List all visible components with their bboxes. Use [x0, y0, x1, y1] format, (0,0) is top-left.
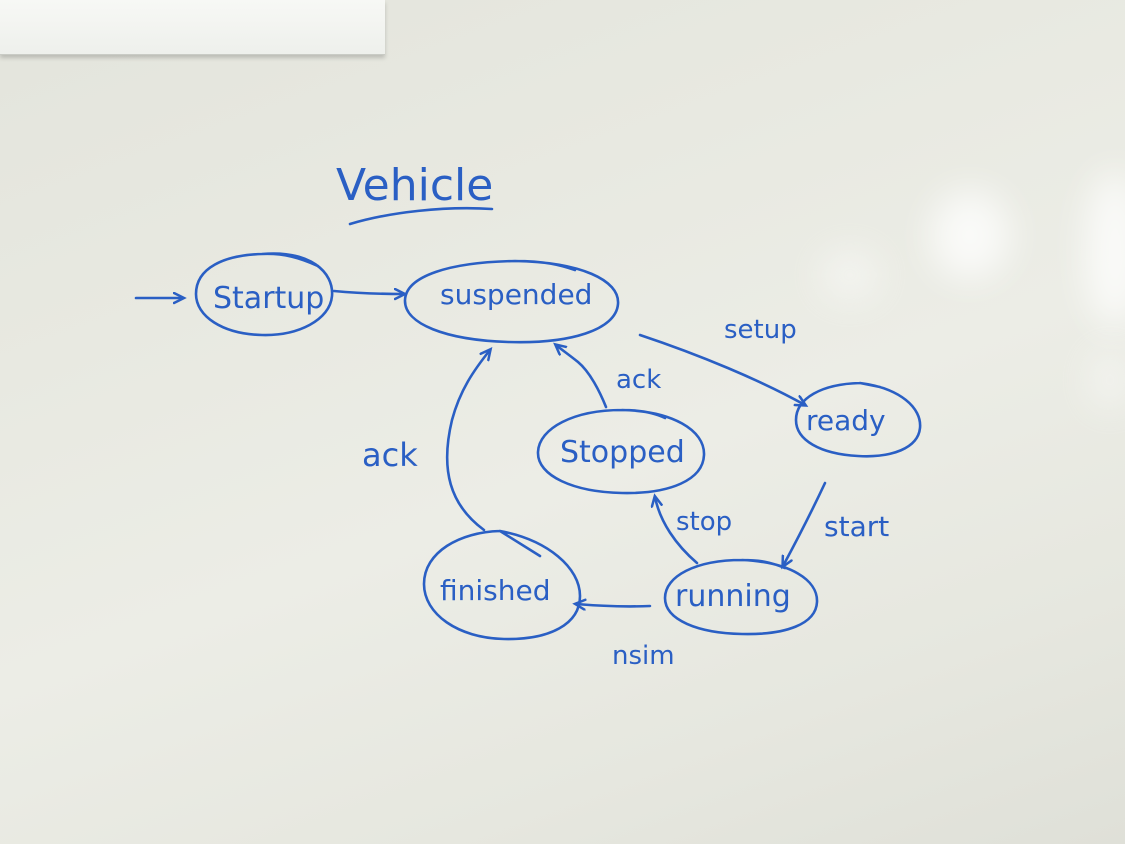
- ready-label: ready: [806, 404, 886, 437]
- stopped-state[interactable]: [536, 408, 706, 495]
- glare-3: [820, 250, 880, 300]
- startup-label: Startup: [213, 281, 324, 316]
- glare-4: [1090, 350, 1125, 410]
- running-label: running: [675, 579, 791, 614]
- setup-label: setup: [724, 315, 797, 345]
- running-to-finished-arrow: [576, 604, 652, 606]
- suspended-label: suspended: [440, 278, 592, 311]
- running-to-stopped-arrow: [655, 497, 699, 565]
- ack-finished-label: ack: [362, 436, 418, 474]
- finished-to-suspended-arrow: [445, 350, 490, 532]
- finished-label: finished: [440, 574, 551, 607]
- diagram-title: Vehicle: [336, 160, 493, 211]
- finished-state[interactable]: [422, 529, 582, 641]
- ready-to-running-arrow: [783, 481, 827, 566]
- stopped-to-suspended-arrow: [556, 345, 608, 409]
- paper-sheet: [0, 0, 385, 55]
- start-label: start: [824, 510, 889, 543]
- suspended-state[interactable]: [403, 259, 620, 344]
- suspended-to-ready-arrow: [638, 333, 805, 405]
- startup-to-suspended-arrow: [332, 291, 404, 294]
- running-state[interactable]: [663, 558, 819, 636]
- stop-label: stop: [676, 507, 732, 537]
- startup-state[interactable]: [194, 252, 334, 337]
- nsim-label: nsim: [612, 641, 675, 671]
- glare-2: [1085, 170, 1125, 330]
- stopped-label: Stopped: [560, 435, 685, 470]
- title-underline: [348, 206, 494, 226]
- glare-1: [930, 190, 1010, 280]
- ack-stopped-label: ack: [616, 365, 661, 395]
